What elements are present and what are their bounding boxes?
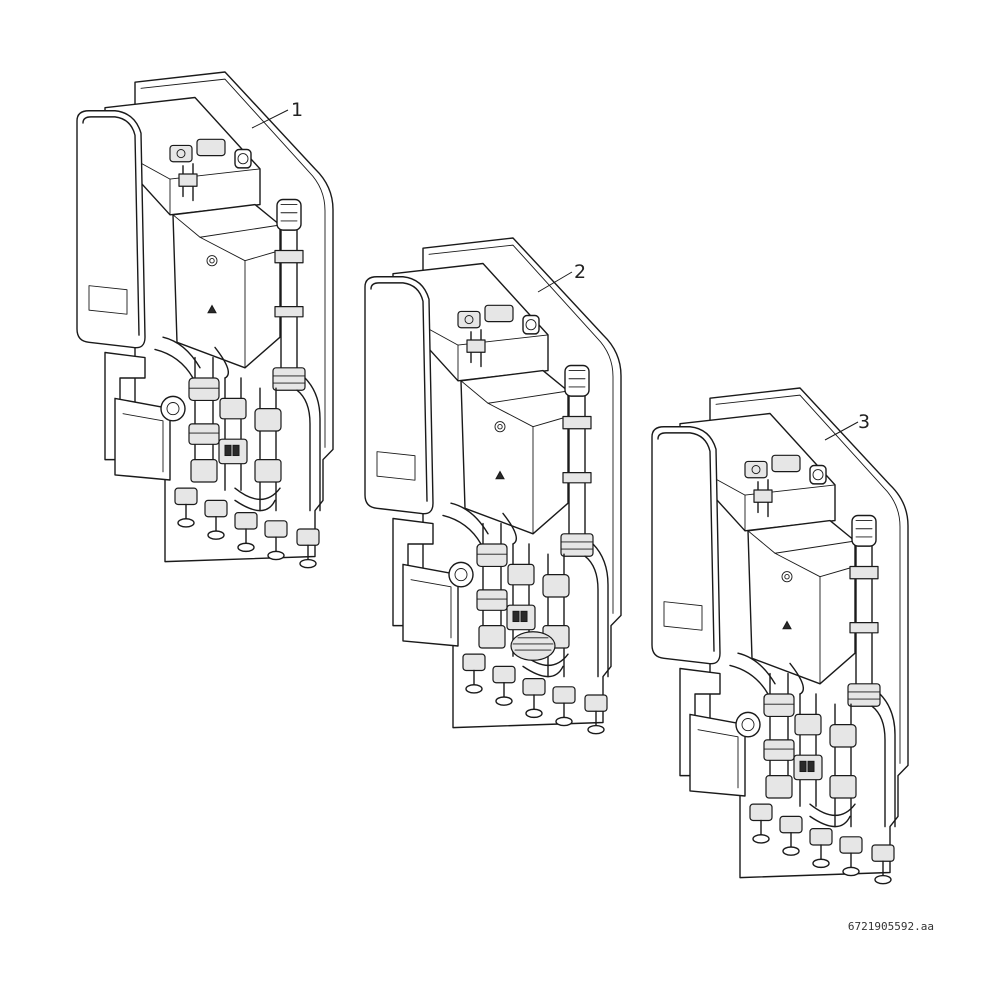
callout-2-label: 2 bbox=[574, 261, 586, 283]
callout-2-leader bbox=[537, 271, 573, 293]
callout-1-leader bbox=[251, 109, 289, 129]
module-3 bbox=[651, 387, 909, 885]
drawing-number: 6721905592.aa bbox=[848, 920, 934, 933]
callout-1-label: 1 bbox=[291, 99, 303, 121]
callout-3-label: 3 bbox=[858, 411, 870, 433]
module-1 bbox=[76, 71, 334, 569]
module-2 bbox=[364, 237, 622, 735]
callout-3-leader bbox=[824, 421, 859, 441]
